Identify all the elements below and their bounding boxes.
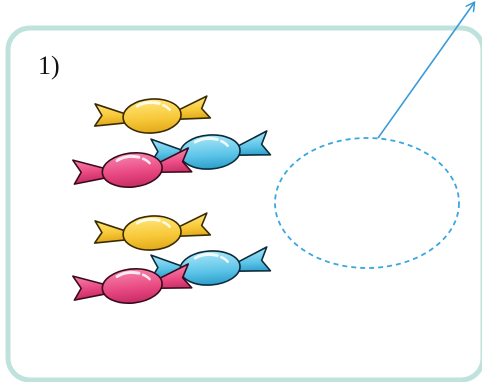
yellow-candy-icon	[93, 95, 212, 134]
candy-group-1	[72, 95, 272, 188]
problem-panel	[5, 25, 482, 382]
pointer-arrow	[377, 3, 474, 139]
problem-number: 1)	[38, 51, 60, 80]
pink-candy-icon	[72, 147, 193, 188]
answer-circle[interactable]	[274, 137, 460, 269]
pink-candy-icon	[72, 263, 193, 304]
yellow-candy-icon	[93, 212, 212, 251]
candy-group-2	[72, 212, 272, 304]
